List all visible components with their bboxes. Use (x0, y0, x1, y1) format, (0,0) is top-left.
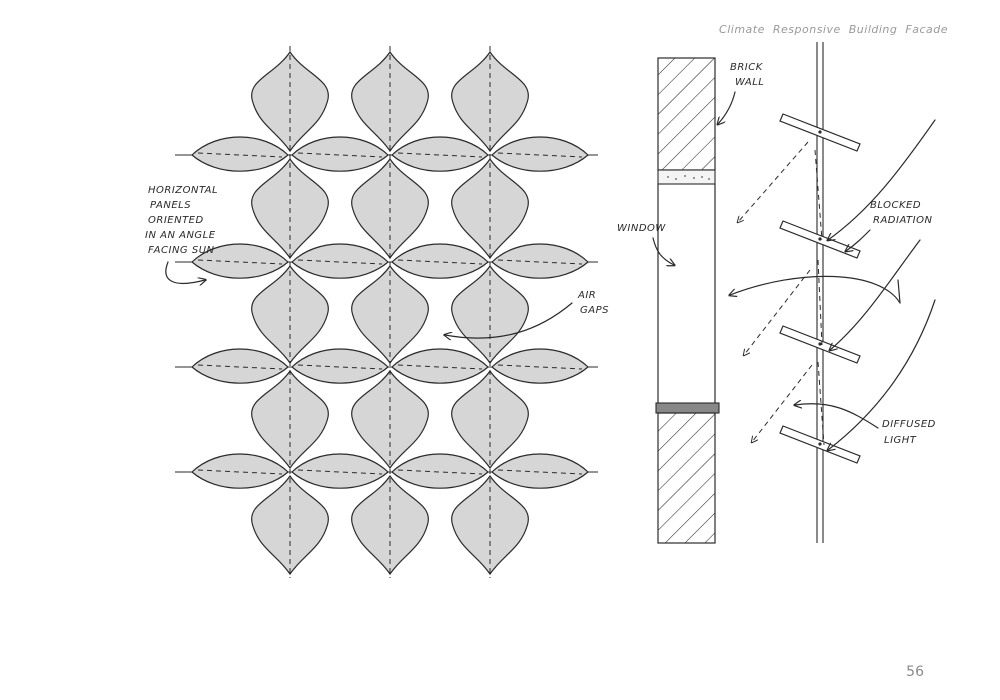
horizontal-panel (191, 453, 289, 489)
louvre-pivot (818, 130, 822, 134)
brick-wall-annotation: BRICK WALL (718, 62, 764, 124)
horizontal-panels-annotation: HORIZONTAL PANELS ORIENTED IN AN ANGLE F… (145, 185, 218, 283)
page-number: 56 (906, 664, 924, 680)
horizontal-panel (291, 453, 389, 489)
horizontal-panel (191, 136, 289, 172)
annotation-arrow (165, 261, 205, 283)
horizontal-panel (291, 136, 389, 172)
annotation-line: PANELS (150, 200, 191, 211)
annotation-line: IN AN ANGLE (145, 230, 216, 241)
window-lintel (657, 169, 716, 185)
airflow-arrow (730, 275, 901, 304)
brick-wall-lower (657, 412, 716, 544)
louvre-pivot (818, 342, 822, 346)
annotation-arrow (718, 91, 736, 124)
annotation-arrow (652, 237, 674, 265)
sun-ray (830, 239, 921, 350)
louvre-detail (730, 42, 936, 543)
annotation-line: FACING SUN (148, 245, 215, 256)
annotation-line: BRICK (730, 62, 764, 73)
annotation-line: GAPS (580, 305, 609, 316)
horizontal-panel (291, 348, 389, 384)
annotation-line: WALL (735, 77, 764, 88)
horizontal-panel (391, 243, 489, 279)
wall-section (655, 57, 720, 544)
air-gaps-annotation: AIR GAPS (445, 290, 609, 338)
horizontal-panel (491, 243, 589, 279)
window-label: WINDOW (617, 223, 666, 234)
diffused-light-annotation: DIFFUSED LIGHT (795, 404, 936, 446)
window-annotation: WINDOW (617, 223, 674, 265)
facade-panel-pattern (175, 46, 598, 578)
blocked-radiation-annotation: BLOCKED RADIATION (846, 200, 932, 251)
annotation-line: BLOCKED (870, 200, 921, 211)
horizontal-panel (391, 348, 489, 384)
reflected-ray (738, 141, 809, 222)
horizontal-panel (491, 348, 589, 384)
annotation-arrow (846, 229, 871, 251)
reflected-ray (744, 269, 811, 355)
annotation-line: HORIZONTAL (148, 185, 218, 196)
reflected-ray (752, 364, 813, 442)
annotation-line: DIFFUSED (882, 419, 936, 430)
annotation-line: RADIATION (873, 215, 932, 226)
horizontal-panel (291, 243, 389, 279)
sun-ray (828, 119, 936, 240)
horizontal-panel (191, 243, 289, 279)
annotation-line: LIGHT (884, 435, 917, 446)
horizontal-panel (191, 348, 289, 384)
horizontal-panel (391, 136, 489, 172)
annotation-arrow (795, 404, 879, 429)
louvre-pivot (818, 237, 822, 241)
horizontal-panel (491, 136, 589, 172)
window-sill (655, 402, 720, 414)
louvre-pivot (818, 442, 822, 446)
horizontal-panel (391, 453, 489, 489)
annotation-arrow (445, 302, 573, 338)
horizontal-panel (491, 453, 589, 489)
annotation-line: ORIENTED (148, 215, 204, 226)
brick-wall-upper (657, 57, 716, 171)
annotation-line: AIR (577, 290, 596, 301)
sun-ray (828, 299, 936, 450)
page-header-title: Climate Responsive Building Facade (719, 23, 948, 36)
